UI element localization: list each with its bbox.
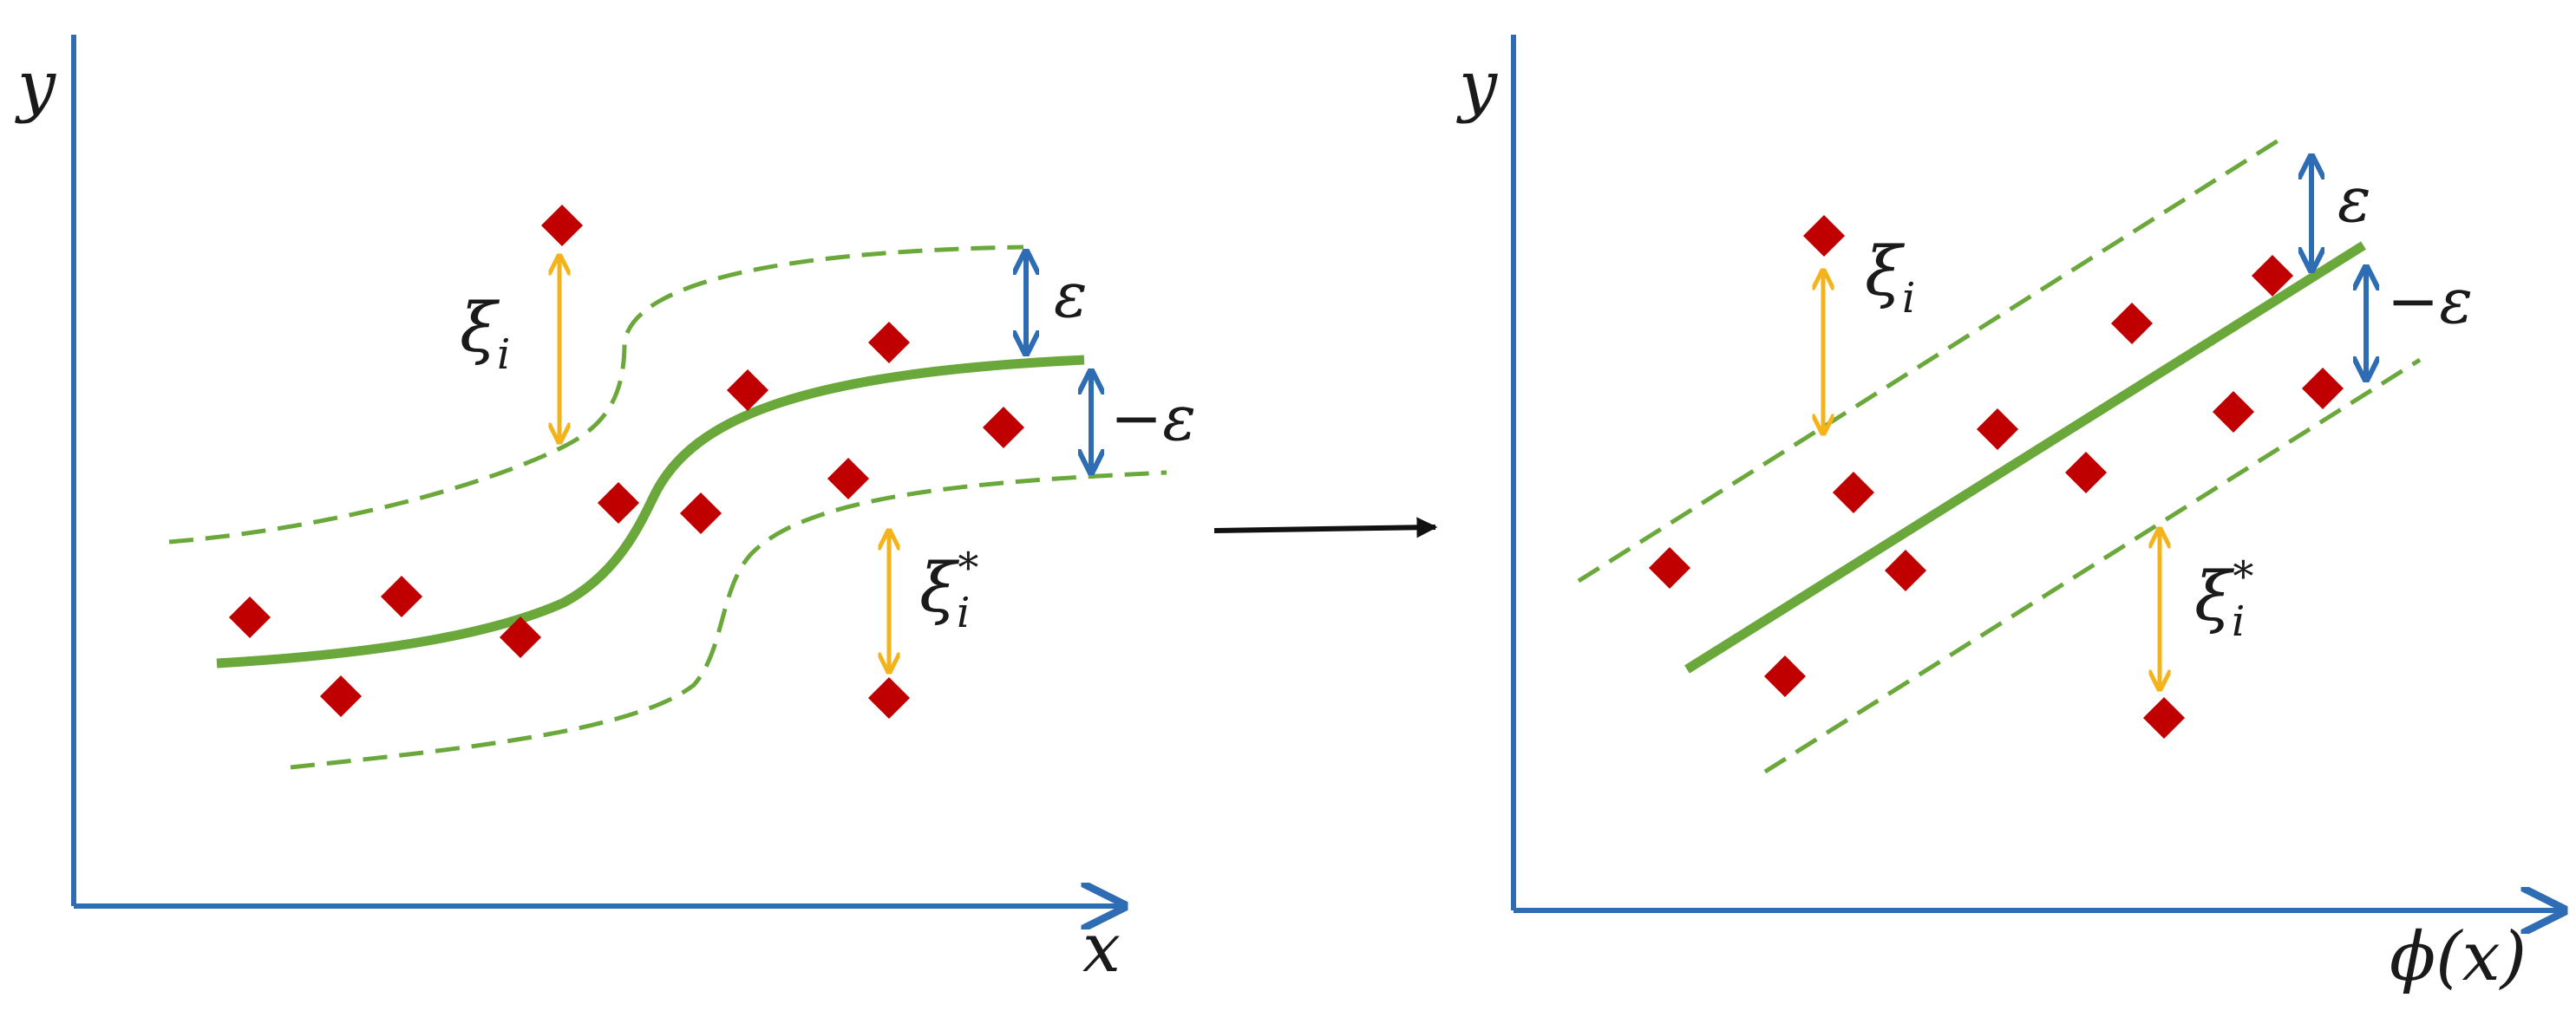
slack-symbol: ξ [919,550,960,628]
data-point [867,676,911,720]
kernel-mapping-arrow [1213,517,1438,538]
slack-subscript: i [957,589,970,637]
data-point [1884,549,1927,592]
data-point [380,575,423,618]
slack-symbol: ξ [460,290,500,368]
data-point [2142,696,2186,740]
data-point [867,321,911,364]
right-lower-slack-label: ξi* [2194,552,2253,646]
left-y-axis-label: y [15,47,56,125]
data-point [1832,471,1875,514]
slack-symbol: ξ [2194,558,2235,636]
left-lower-slack-label: ξi* [919,544,978,637]
right-upper-margin [1577,136,2283,584]
slack-superscript: * [2233,552,2253,601]
right-y-axis-label: y [1456,47,1498,125]
left-epsilon-upper-label: ε [1054,258,1088,331]
slack-symbol: ξ [1865,233,1906,311]
left-data-points [228,204,1025,720]
data-point [1976,408,2019,451]
data-point [982,406,1025,449]
right-upper-slack-label: ξi [1865,233,1915,323]
left-regression-curve [216,355,1085,669]
data-point [2212,390,2255,434]
data-point [319,675,363,718]
data-point [2301,367,2344,410]
right-x-axis-label: ϕ(x) [2390,918,2527,996]
slack-subscript: i [2232,597,2245,646]
left-upper-slack-label: ξi [460,290,510,379]
data-point [597,481,640,525]
right-regression-line [1684,241,2366,674]
data-point [2110,302,2154,345]
left-lower-margin [290,470,1167,770]
slack-subscript: i [497,330,510,379]
left-x-axis-label: x [1082,910,1121,988]
data-point [1648,546,1691,590]
data-point [2064,451,2108,494]
left-panel: y x ε −ε ξi [15,35,1196,988]
data-point [827,457,870,500]
left-upper-margin [168,245,1024,545]
right-epsilon-upper-label: ε [2337,163,2371,236]
right-lower-margin [1763,357,2422,774]
data-point [540,204,584,247]
slack-superscript: * [958,544,978,592]
data-point [679,492,722,535]
left-epsilon-lower-label: −ε [1110,382,1196,454]
right-panel: y ϕ(x) ε −ε [1456,35,2563,996]
right-epsilon-lower-label: −ε [2387,264,2473,337]
slack-subscript: i [1902,274,1915,323]
data-point [228,596,271,639]
data-point [1763,655,1807,698]
data-point [1802,214,1846,258]
